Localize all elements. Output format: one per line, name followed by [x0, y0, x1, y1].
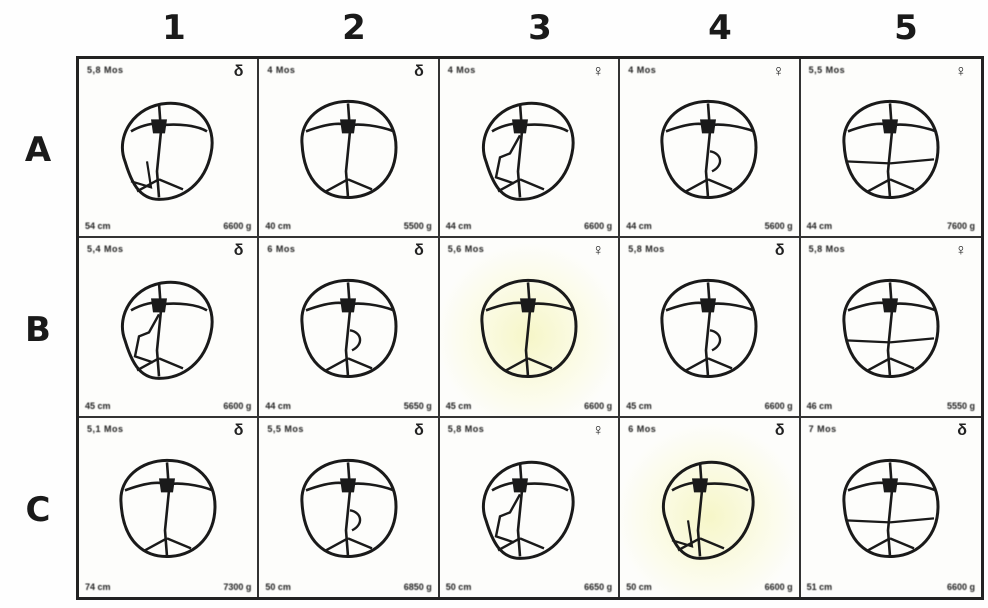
skull-drawing: [462, 91, 596, 209]
column-header-2: 2: [334, 8, 374, 48]
skull-drawing: [824, 91, 958, 209]
head-circumference-label: 40 cm: [265, 221, 291, 231]
weight-label: 6600 g: [765, 582, 793, 592]
head-circumference-label: 45 cm: [446, 401, 472, 411]
weight-label: 6600 g: [584, 221, 612, 231]
head-circumference-label: 50 cm: [446, 582, 472, 592]
sex-symbol: δ: [414, 242, 424, 260]
sex-symbol: δ: [234, 63, 244, 81]
sex-symbol: ♀: [955, 242, 967, 260]
cell-b1: 5,4 Mos δ 45 cm 6600 g: [79, 238, 259, 417]
weight-label: 6600 g: [584, 401, 612, 411]
cell-b5: 5,8 Mos ♀ 46 cm 5550 g: [801, 238, 981, 417]
row-header-c: C: [16, 490, 60, 530]
age-label: 5,8 Mos: [448, 424, 485, 434]
head-circumference-label: 50 cm: [626, 582, 652, 592]
cell-c5: 7 Mos δ 51 cm 6600 g: [801, 418, 981, 597]
age-label: 5,8 Mos: [628, 244, 665, 254]
weight-label: 5500 g: [404, 221, 432, 231]
age-label: 5,8 Mos: [87, 65, 124, 75]
weight-label: 6600 g: [223, 401, 251, 411]
age-label: 5,8 Mos: [809, 244, 846, 254]
cell-b2: 6 Mos δ 44 cm 5650 g: [259, 238, 439, 417]
column-header-1: 1: [154, 8, 194, 48]
cell-b3: 5,6 Mos ♀ 45 cm 6600 g: [440, 238, 620, 417]
weight-label: 7300 g: [223, 582, 251, 592]
weight-label: 6650 g: [584, 582, 612, 592]
sex-symbol: δ: [775, 242, 785, 260]
sex-symbol: ♀: [955, 63, 967, 81]
age-label: 6 Mos: [267, 244, 295, 254]
sex-symbol: δ: [234, 242, 244, 260]
cell-a5: 5,5 Mos ♀ 44 cm 7600 g: [801, 59, 981, 238]
head-circumference-label: 51 cm: [807, 582, 833, 592]
age-label: 5,5 Mos: [267, 424, 304, 434]
head-circumference-label: 50 cm: [265, 582, 291, 592]
column-header-5: 5: [886, 8, 926, 48]
skull-drawing: [101, 451, 235, 569]
sex-symbol: δ: [414, 63, 424, 81]
sex-symbol: δ: [957, 422, 967, 440]
column-header-4: 4: [700, 8, 740, 48]
skull-drawing: [642, 270, 776, 388]
age-label: 4 Mos: [448, 65, 476, 75]
skull-drawing: [101, 270, 235, 388]
weight-label: 7600 g: [947, 221, 975, 231]
age-label: 4 Mos: [267, 65, 295, 75]
head-circumference-label: 44 cm: [807, 221, 833, 231]
cell-c3: 5,8 Mos ♀ 50 cm 6650 g: [440, 418, 620, 597]
age-label: 7 Mos: [809, 424, 837, 434]
row-header-b: B: [16, 310, 60, 350]
sex-symbol: ♀: [592, 63, 604, 81]
head-circumference-label: 44 cm: [265, 401, 291, 411]
skull-drawing: [462, 451, 596, 569]
head-circumference-label: 46 cm: [807, 401, 833, 411]
skull-drawing: [282, 91, 416, 209]
age-label: 5,6 Mos: [448, 244, 485, 254]
weight-label: 6600 g: [765, 401, 793, 411]
cell-a2: 4 Mos δ 40 cm 5500 g: [259, 59, 439, 238]
skull-drawing: [282, 451, 416, 569]
row-header-a: A: [16, 130, 60, 170]
skull-drawing: [462, 270, 596, 388]
sex-symbol: δ: [234, 422, 244, 440]
head-circumference-label: 45 cm: [626, 401, 652, 411]
age-label: 5,1 Mos: [87, 424, 124, 434]
age-label: 5,5 Mos: [809, 65, 846, 75]
sex-symbol: ♀: [592, 422, 604, 440]
head-circumference-label: 54 cm: [85, 221, 111, 231]
weight-label: 6850 g: [404, 582, 432, 592]
age-label: 6 Mos: [628, 424, 656, 434]
skull-drawing: [824, 451, 958, 569]
weight-label: 5600 g: [765, 221, 793, 231]
sex-symbol: δ: [775, 422, 785, 440]
cell-b4: 5,8 Mos δ 45 cm 6600 g: [620, 238, 800, 417]
skull-drawing: [642, 91, 776, 209]
sex-symbol: ♀: [592, 242, 604, 260]
sex-symbol: ♀: [773, 63, 785, 81]
skull-drawing: [642, 451, 776, 569]
skull-drawing: [101, 91, 235, 209]
sex-symbol: δ: [414, 422, 424, 440]
cell-c2: 5,5 Mos δ 50 cm 6850 g: [259, 418, 439, 597]
head-circumference-label: 74 cm: [85, 582, 111, 592]
cell-a3: 4 Mos ♀ 44 cm 6600 g: [440, 59, 620, 238]
weight-label: 5550 g: [947, 401, 975, 411]
age-label: 4 Mos: [628, 65, 656, 75]
column-header-3: 3: [520, 8, 560, 48]
skull-drawing: [824, 270, 958, 388]
skull-drawing: [282, 270, 416, 388]
cell-c4: 6 Mos δ 50 cm 6600 g: [620, 418, 800, 597]
cell-a1: 5,8 Mos δ 54 cm 6600 g: [79, 59, 259, 238]
age-label: 5,4 Mos: [87, 244, 124, 254]
cell-a4: 4 Mos ♀ 44 cm 5600 g: [620, 59, 800, 238]
cell-c1: 5,1 Mos δ 74 cm 7300 g: [79, 418, 259, 597]
head-circumference-label: 44 cm: [626, 221, 652, 231]
weight-label: 5650 g: [404, 401, 432, 411]
weight-label: 6600 g: [947, 582, 975, 592]
head-circumference-label: 44 cm: [446, 221, 472, 231]
weight-label: 6600 g: [223, 221, 251, 231]
head-circumference-label: 45 cm: [85, 401, 111, 411]
